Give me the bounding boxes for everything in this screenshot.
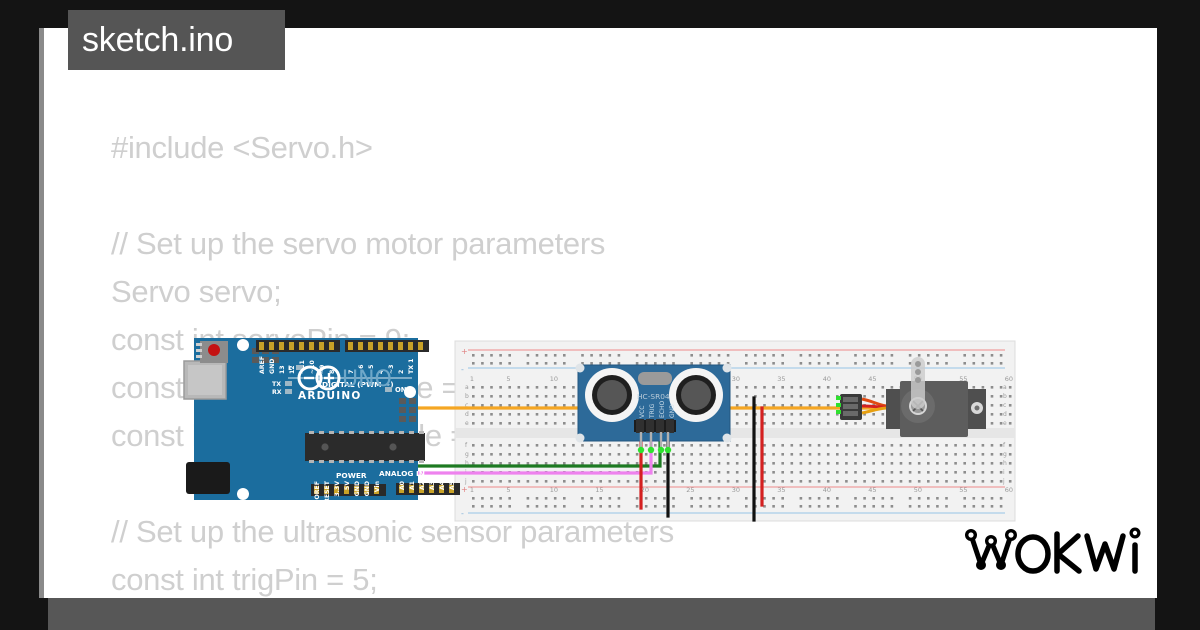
tab-label: sketch.ino bbox=[82, 20, 234, 59]
code-line: const int servoMaxAngle = 180; bbox=[111, 418, 536, 453]
code-line: #include <Servo.h> bbox=[111, 130, 373, 165]
code-line bbox=[111, 460, 1161, 508]
card-footer-bar bbox=[48, 598, 1155, 630]
code-line: Servo servo; bbox=[111, 274, 282, 309]
code-content[interactable]: #include <Servo.h> // Set up the servo m… bbox=[111, 124, 1161, 630]
code-editor-card: #include <Servo.h> // Set up the servo m… bbox=[39, 28, 1157, 630]
code-line bbox=[111, 172, 1161, 220]
tab-sketch-ino[interactable]: sketch.ino bbox=[68, 10, 285, 70]
code-line: const int trigPin = 5; bbox=[111, 562, 378, 597]
wokwi-logo bbox=[963, 521, 1148, 583]
code-line: const int servoMinAngle = 0; bbox=[111, 370, 493, 405]
code-line: // Set up the servo motor parameters bbox=[111, 226, 606, 261]
code-line: const int servoPin = 9; bbox=[111, 322, 410, 357]
